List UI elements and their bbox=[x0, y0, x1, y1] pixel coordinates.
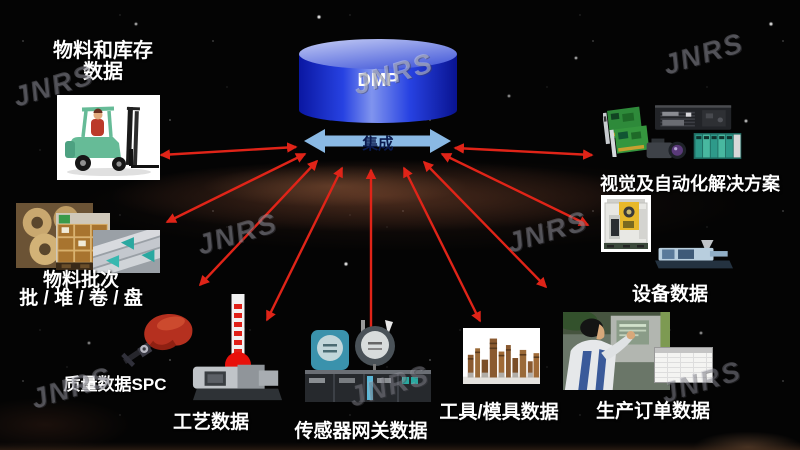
label-material-batch: 物料批次批 / 堆 / 卷 / 盘 bbox=[19, 270, 143, 309]
camera-icon bbox=[645, 137, 687, 162]
label-process-data: 工艺数据 bbox=[172, 412, 250, 433]
integration-bus-arrow bbox=[304, 129, 451, 153]
sensor-gateway-icon bbox=[303, 320, 433, 404]
label-vision-automation: 视觉及自动化解决方案 bbox=[600, 174, 780, 194]
dmp-cylinder: DMP bbox=[299, 39, 457, 123]
integration-label: 集成 bbox=[362, 136, 394, 153]
label-sensor-gateway: 传感器网关数据 bbox=[294, 421, 428, 442]
order-table-icon bbox=[654, 347, 713, 383]
label-tools-molds: 工具/模具数据 bbox=[439, 402, 559, 423]
frame-grabber-cards-icon bbox=[603, 105, 650, 157]
end-mills-icon bbox=[463, 328, 540, 384]
hand-caliper-icon bbox=[121, 307, 203, 369]
forklift-icon bbox=[57, 95, 160, 180]
industrial-pc-icon bbox=[655, 102, 733, 133]
label-quality-spc: 质量数据SPC bbox=[63, 375, 167, 394]
label-material-inventory: 物料和库存数据 bbox=[53, 40, 153, 83]
dmp-label: DMP bbox=[357, 69, 398, 90]
label-production-orders: 生产订单数据 bbox=[595, 401, 711, 422]
label-equipment: 设备数据 bbox=[631, 284, 709, 305]
material-rolls-icon bbox=[93, 230, 160, 273]
bottom-nebula-band bbox=[0, 442, 800, 450]
cnc-machine-icon bbox=[601, 195, 651, 252]
molding-machine-gray-icon bbox=[191, 359, 284, 403]
molding-machine-blue-icon bbox=[655, 240, 733, 270]
plc-modules-icon bbox=[692, 130, 743, 162]
